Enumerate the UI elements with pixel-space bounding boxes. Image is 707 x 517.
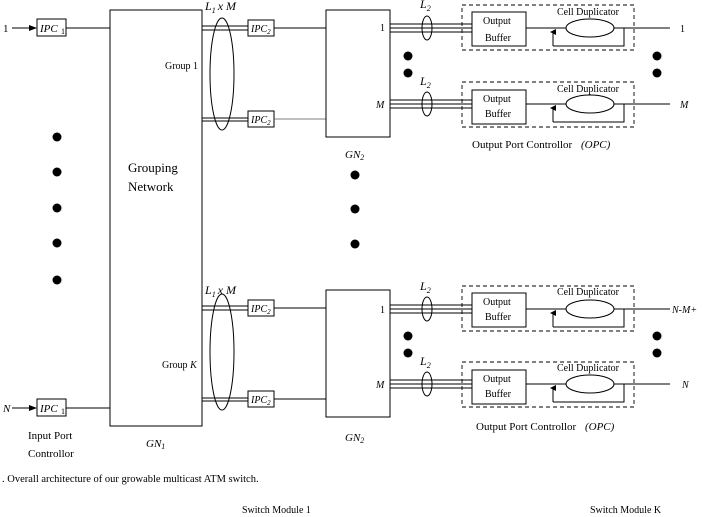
svg-text:Cell Duplicator: Cell Duplicator (557, 7, 620, 18)
grouping-label-2: Network (128, 179, 174, 194)
grouping-network-box (109, 9, 203, 427)
svg-text:Buffer: Buffer (485, 109, 512, 120)
svg-text:Cell Duplicator: Cell Duplicator (557, 287, 620, 298)
opc-row-4: L2 Output Buffer Cell Duplicator N (390, 354, 690, 408)
svg-text:IPC: IPC (39, 403, 58, 415)
output-buffer-1 (471, 11, 527, 47)
input-top: 1 IPC 1 (3, 18, 110, 37)
svg-text:L2: L2 (419, 0, 431, 13)
input-port-label-1: Input Port (28, 430, 72, 442)
gn2-top-box (325, 9, 391, 138)
svg-text:N: N (681, 380, 690, 391)
svg-text:L1x M: L1x M (204, 283, 237, 299)
svg-text:1: 1 (61, 407, 65, 416)
svg-text:Output: Output (483, 374, 511, 385)
input-port-label-2: Controllor (28, 448, 74, 460)
gn2-top: 1 M GN2 (325, 9, 391, 162)
bundle-bottom-ellipse (209, 293, 235, 411)
opc-row-3: L2 Output Buffer Cell Duplicator N-M+ (390, 279, 697, 332)
svg-text:GN2: GN2 (345, 432, 364, 445)
svg-text:GN2: GN2 (345, 149, 364, 162)
opc-row-1: L2 Output Buffer Cell Duplicator 1 (390, 0, 685, 51)
svg-text:1: 1 (61, 27, 65, 36)
svg-text:Output: Output (483, 16, 511, 27)
switch-module-k-label: Switch Module K (590, 505, 662, 516)
output-buffer-3 (471, 292, 527, 328)
svg-text:Output: Output (483, 297, 511, 308)
svg-text:M: M (679, 100, 689, 111)
svg-text:IPC2: IPC2 (250, 115, 271, 127)
svg-text:1: 1 (3, 23, 9, 35)
svg-text:N-M+: N-M+ (671, 305, 697, 316)
svg-text:Output: Output (483, 94, 511, 105)
svg-text:M: M (375, 100, 385, 111)
svg-text:L1x M: L1x M (204, 0, 237, 15)
svg-text:IPC2: IPC2 (250, 304, 271, 316)
output-buffer-4 (471, 369, 527, 405)
gn2-bottom-box (325, 289, 391, 418)
svg-text:1: 1 (380, 23, 385, 34)
svg-text:IPC: IPC (39, 23, 58, 35)
opc-row-2: L2 Output Buffer Cell Duplicator M (390, 74, 689, 128)
svg-text:Buffer: Buffer (485, 389, 512, 400)
opc-label-bottom: Output Port Controllor (OPC) (476, 421, 615, 433)
svg-text:Cell Duplicator: Cell Duplicator (557, 84, 620, 95)
svg-text:Buffer: Buffer (485, 33, 512, 44)
cell-duplicator-1 (565, 18, 615, 38)
opc-label-top: Output Port Controllor (OPC) (472, 139, 611, 151)
groupK-label: Group K (162, 360, 198, 371)
svg-text:M: M (375, 380, 385, 391)
bundle-top-ellipse (209, 17, 235, 131)
gn2-bottom: 1 M GN2 (325, 289, 391, 445)
svg-text:IPC2: IPC2 (250, 24, 271, 36)
cell-duplicator-3 (565, 299, 615, 319)
input-bottom: N IPC 1 (2, 398, 110, 417)
svg-text:L2: L2 (419, 279, 431, 295)
svg-text:IPC2: IPC2 (250, 395, 271, 407)
cell-duplicator-4 (565, 374, 615, 394)
figure-caption: . Overall architecture of our growable m… (2, 474, 259, 485)
svg-text:Cell Duplicator: Cell Duplicator (557, 363, 620, 374)
grouping-label-1: Grouping (128, 160, 178, 175)
switch-module-1-label: Switch Module 1 (242, 505, 311, 516)
svg-text:L2: L2 (419, 74, 431, 90)
svg-text:1: 1 (680, 24, 685, 35)
gn1-label: GN1 (146, 438, 165, 451)
right-dots (652, 51, 662, 358)
input-dots (52, 132, 62, 285)
output-buffer-2 (471, 89, 527, 125)
middle-dots (350, 51, 413, 358)
svg-text:Buffer: Buffer (485, 312, 512, 323)
cell-duplicator-2 (565, 94, 615, 114)
svg-text:L2: L2 (419, 354, 431, 370)
svg-text:N: N (2, 403, 11, 415)
svg-text:1: 1 (380, 305, 385, 316)
group1-label: Group 1 (165, 61, 198, 72)
